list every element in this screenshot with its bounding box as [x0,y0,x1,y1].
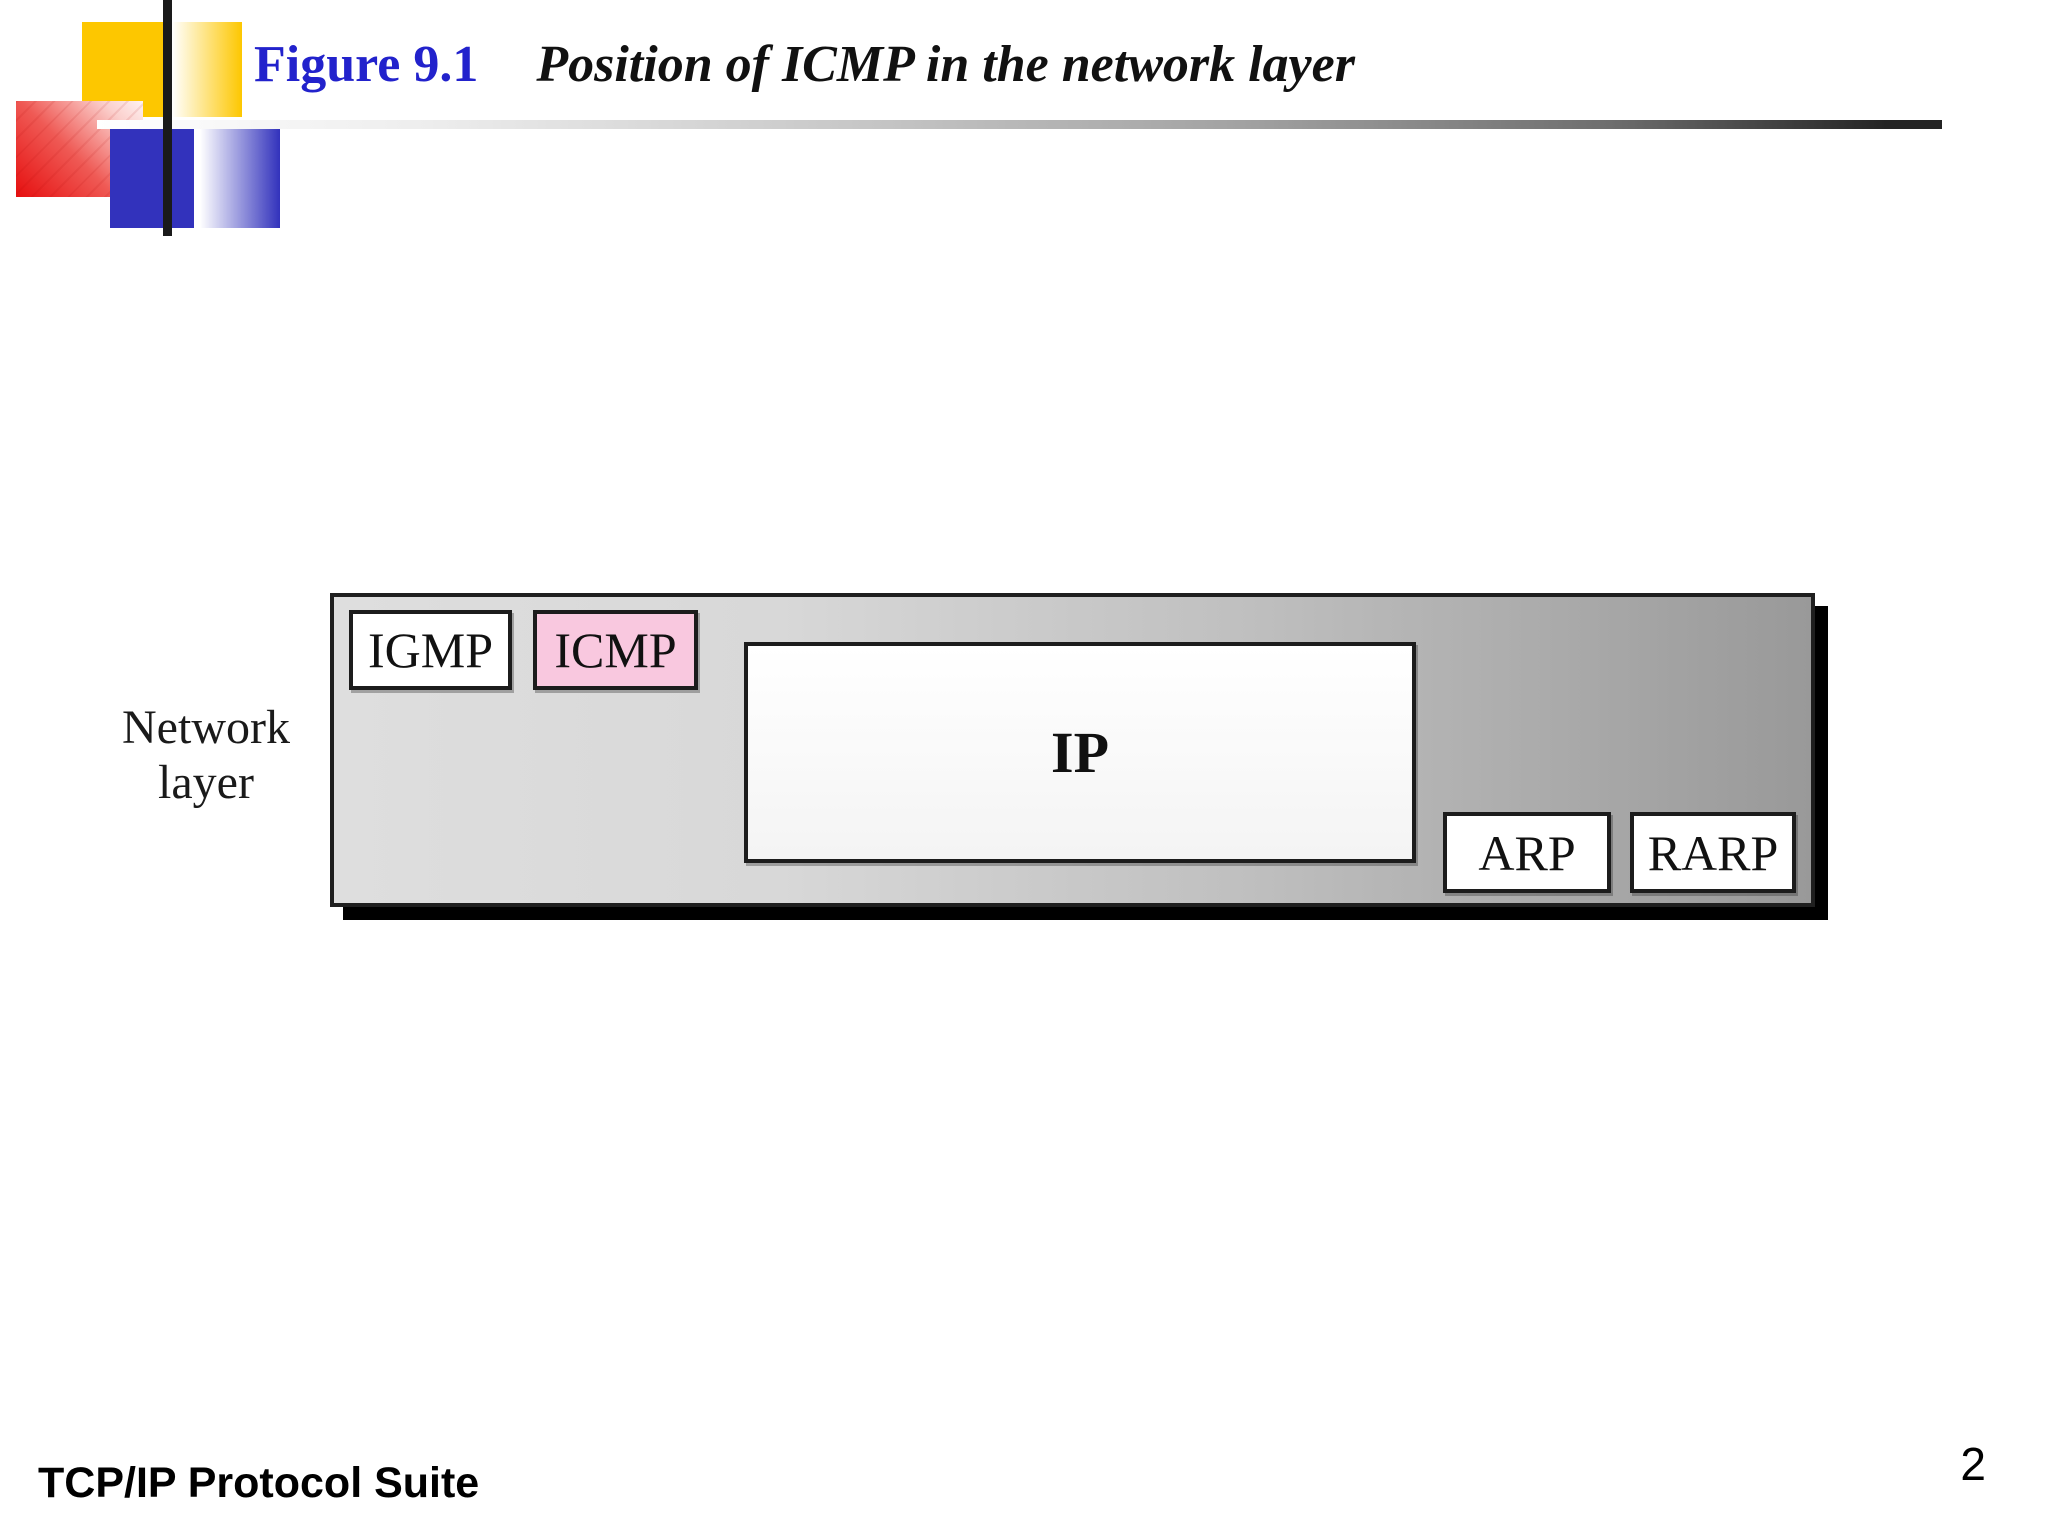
network-layer-label-line1: Network [122,701,290,754]
icmp-label: ICMP [554,622,677,678]
arp-label: ARP [1478,824,1576,881]
ip-label: IP [1051,720,1109,785]
icmp-box: ICMP [533,610,698,690]
network-layer-label: Network layer [92,700,320,810]
decoration-vertical-line [163,0,172,236]
figure-title: Figure 9.1 Position of ICMP in the networ… [254,30,1355,100]
decoration-horizontal-rule [97,120,1942,129]
decoration-yellow-gradient [172,22,242,117]
rarp-box: RARP [1630,812,1796,893]
page-number: 2 [1960,1438,1986,1490]
figure-number: Figure 9.1 [254,36,479,93]
igmp-label: IGMP [367,622,494,678]
network-layer-label-line2: layer [158,756,254,809]
book-title: TCP/IP Protocol Suite [38,1459,480,1507]
figure-caption: Position of ICMP in the network layer [536,36,1355,93]
decoration-blue-square [110,124,194,228]
arp-box: ARP [1443,812,1611,893]
decoration-blue-gradient [200,124,280,228]
igmp-box: IGMP [349,610,512,690]
ip-box: IP [744,642,1416,863]
network-layer-box: IGMP ICMP IP ARP RARP [330,593,1815,907]
rarp-label: RARP [1647,824,1779,881]
